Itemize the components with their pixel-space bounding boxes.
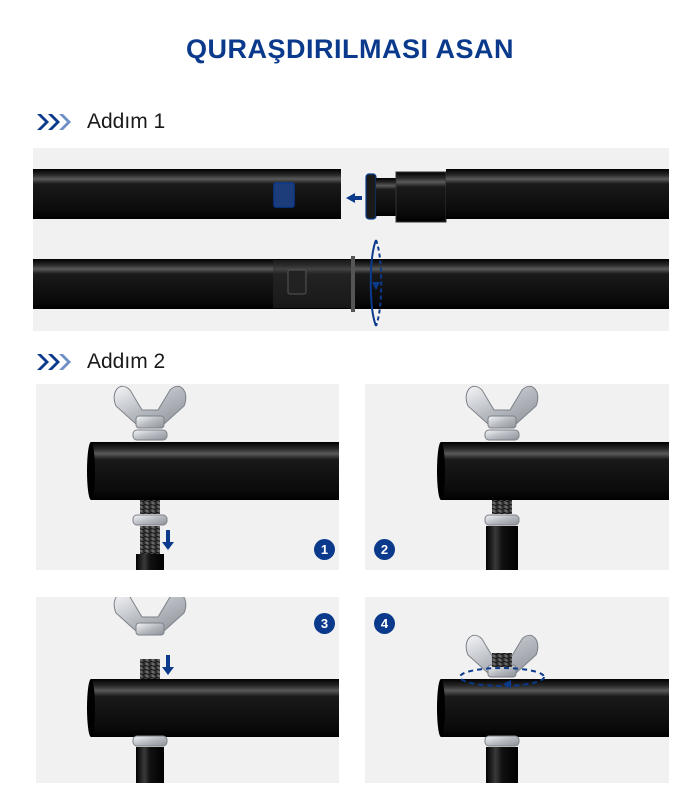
step-2-panel-1: 1 — [36, 384, 339, 570]
step-2-panel-2: 2 — [365, 384, 669, 570]
step-1-illustration — [33, 148, 669, 331]
tube-left — [33, 169, 341, 219]
arrow-down-icon — [162, 530, 174, 550]
step-1-header: Addım 1 — [36, 108, 165, 136]
step-2-panel-3: 3 — [36, 597, 339, 783]
step-2-header: Addım 2 — [36, 348, 165, 376]
arrow-down-icon — [162, 655, 174, 675]
rotate-arrow-icon — [369, 239, 383, 327]
arrow-left-icon — [346, 193, 362, 203]
badge-step-1: 1 — [314, 539, 335, 560]
step-2-panel-4: 4 — [365, 597, 669, 783]
triple-chevron-right-icon — [37, 114, 71, 130]
badge-step-3: 3 — [314, 613, 335, 634]
lock-button — [273, 182, 295, 208]
rotate-circular-arrow-icon — [459, 667, 545, 688]
step-2-label: Addım 2 — [87, 350, 166, 373]
triple-chevron-right-icon — [37, 354, 71, 370]
page-title: QURAŞDIRILMASI ASAN — [185, 34, 514, 64]
badge-step-2: 2 — [374, 539, 395, 560]
badge-step-4: 4 — [374, 613, 395, 634]
step-1-label: Addım 1 — [87, 110, 166, 133]
